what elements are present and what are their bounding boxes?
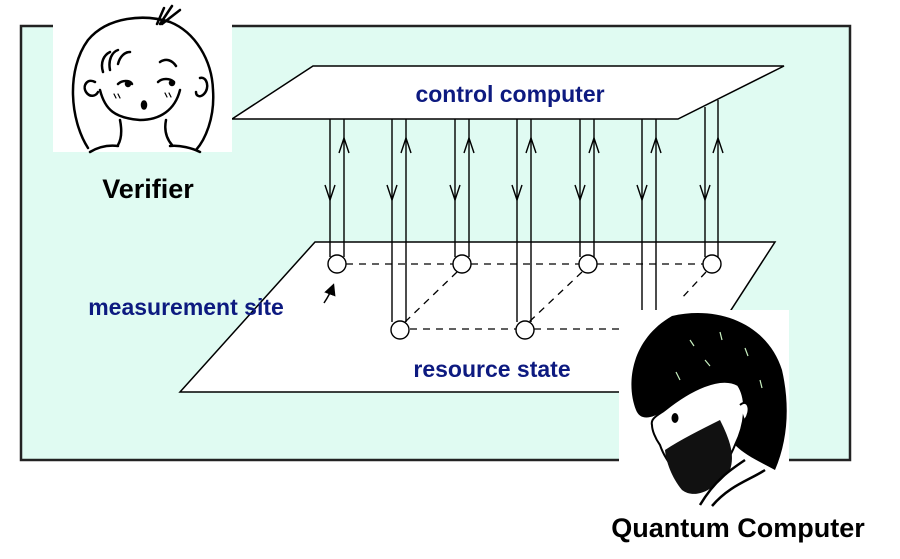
verifier-avatar xyxy=(53,0,232,154)
channel-lines xyxy=(329,100,719,322)
node xyxy=(578,254,598,274)
node xyxy=(702,254,722,274)
up-arrow-icon xyxy=(338,135,350,154)
node xyxy=(515,320,535,340)
down-arrow-icon xyxy=(574,184,586,203)
down-arrow-icon xyxy=(386,184,398,203)
up-arrow-icon xyxy=(712,135,724,154)
quantum-computer-avatar xyxy=(619,310,789,507)
down-arrow-icon xyxy=(324,184,336,203)
bearded-man-icon xyxy=(631,313,787,507)
node xyxy=(327,254,347,274)
node xyxy=(452,254,472,274)
channel-arrows xyxy=(324,135,724,203)
up-arrow-icon xyxy=(525,135,537,154)
down-arrow-icon xyxy=(699,184,711,203)
resource-state-label: resource state xyxy=(413,356,570,382)
up-arrow-icon xyxy=(400,135,412,154)
control-computer-label: control computer xyxy=(415,81,604,107)
up-arrow-icon xyxy=(588,135,600,154)
down-arrow-icon xyxy=(511,184,523,203)
verifier-label: Verifier xyxy=(102,174,194,204)
measurement-site-arrow xyxy=(323,283,336,304)
down-arrow-icon xyxy=(449,184,461,203)
girl-face-icon xyxy=(71,4,215,154)
measurement-site-label: measurement site xyxy=(88,294,284,320)
up-arrow-icon xyxy=(650,135,662,154)
up-arrow-icon xyxy=(463,135,475,154)
qubit-nodes xyxy=(327,254,722,340)
control-computer-plane xyxy=(229,65,785,120)
lattice-connections xyxy=(346,263,707,330)
node xyxy=(390,320,410,340)
down-arrow-icon xyxy=(636,184,648,203)
quantum-computer-label: Quantum Computer xyxy=(611,513,865,543)
